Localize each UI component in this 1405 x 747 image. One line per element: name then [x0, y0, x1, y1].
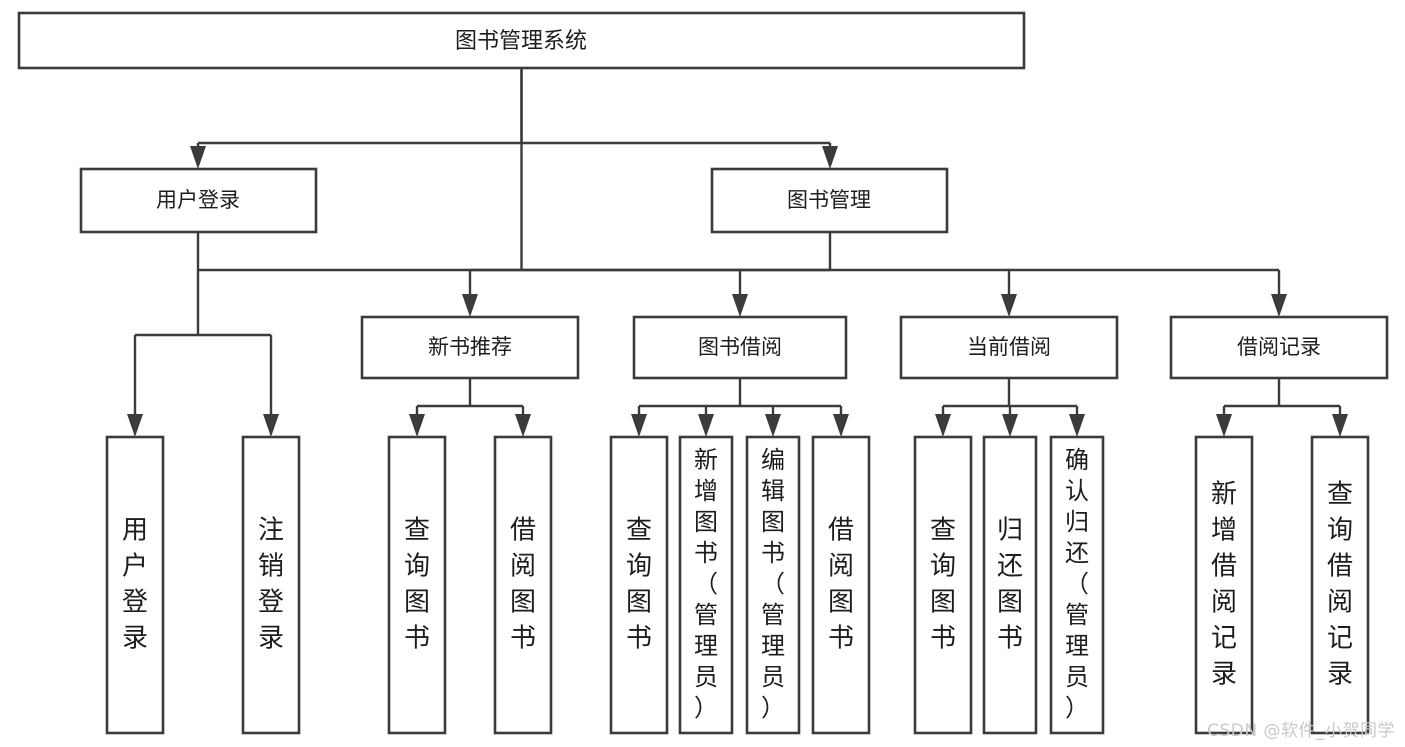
node-label: 借阅图书: [510, 516, 536, 654]
node-box[interactable]: [745, 435, 801, 735]
node-box[interactable]: [493, 435, 553, 735]
node-label: 当前借阅: [967, 335, 1051, 359]
node-box[interactable]: [79, 167, 318, 234]
edge-group-main: [127, 68, 1348, 437]
node-label: 注销登录: [258, 516, 284, 654]
node-box[interactable]: [387, 435, 447, 735]
leaf-node-borrow-book-1[interactable]: 借阅图书: [493, 435, 553, 735]
node-level3-current-borrow[interactable]: 当前借阅: [899, 315, 1119, 380]
node-box[interactable]: [1194, 435, 1254, 735]
leaf-node-query-book-1[interactable]: 查询图书: [387, 435, 447, 735]
leaf-node-user-login[interactable]: 用户登录: [105, 435, 165, 735]
node-box[interactable]: [609, 435, 669, 735]
node-box[interactable]: [982, 435, 1038, 735]
node-label: 图书借阅: [698, 335, 782, 359]
node-box[interactable]: [105, 435, 165, 735]
leaf-node-borrow-book-2[interactable]: 借阅图书: [811, 435, 871, 735]
node-level3-borrow-record[interactable]: 借阅记录: [1169, 315, 1389, 380]
node-box[interactable]: [1049, 435, 1105, 735]
node-box[interactable]: [1169, 315, 1389, 380]
leaf-node-logout[interactable]: 注销登录: [241, 435, 301, 735]
node-label: 查询图书: [626, 516, 652, 654]
node-box[interactable]: [811, 435, 871, 735]
node-root[interactable]: 图书管理系统: [17, 11, 1026, 70]
leaf-node-query-book-2[interactable]: 查询图书: [609, 435, 669, 735]
leaf-node-add-book-admin[interactable]: 新增图书（管理员）: [678, 435, 734, 735]
node-label: 用户登录: [156, 188, 240, 212]
node-box[interactable]: [678, 435, 734, 735]
node-box[interactable]: [913, 435, 973, 735]
node-level2-user-login[interactable]: 用户登录: [79, 167, 318, 234]
leaf-node-query-book-3[interactable]: 查询图书: [913, 435, 973, 735]
node-label: 用户登录: [122, 516, 148, 654]
node-label: 图书管理: [787, 188, 871, 212]
node-box[interactable]: [1310, 435, 1370, 735]
node-root-label: 图书管理系统: [455, 29, 587, 54]
node-box[interactable]: [632, 315, 848, 380]
leaf-node-query-borrow-record[interactable]: 查询借阅记录: [1310, 435, 1370, 735]
node-level3-book-borrow[interactable]: 图书借阅: [632, 315, 848, 380]
node-box[interactable]: [899, 315, 1119, 380]
node-label: 新书推荐: [428, 335, 512, 359]
node-label: 查询图书: [930, 516, 956, 654]
node-label: 新增借阅记录: [1211, 480, 1237, 690]
leaf-node-confirm-return-admin[interactable]: 确认归还（管理员）: [1049, 435, 1105, 735]
leaf-node-edit-book-admin[interactable]: 编辑图书（管理员）: [745, 435, 801, 735]
node-root-box[interactable]: [17, 11, 1026, 70]
node-label: 编辑图书（管理员）: [761, 446, 785, 722]
node-box[interactable]: [241, 435, 301, 735]
node-level2-book-management[interactable]: 图书管理: [710, 167, 949, 234]
node-label: 查询图书: [404, 516, 430, 654]
node-box[interactable]: [710, 167, 949, 234]
node-level3-new-book-recommend[interactable]: 新书推荐: [360, 315, 580, 380]
node-label: 借阅记录: [1237, 335, 1321, 359]
node-label: 查询借阅记录: [1327, 480, 1353, 690]
leaf-node-return-book[interactable]: 归还图书: [982, 435, 1038, 735]
node-label: 确认归还（管理员）: [1065, 446, 1089, 722]
node-label: 归还图书: [997, 516, 1023, 654]
node-box[interactable]: [360, 315, 580, 380]
leaf-node-add-borrow-record[interactable]: 新增借阅记录: [1194, 435, 1254, 735]
node-label: 借阅图书: [828, 516, 854, 654]
node-label: 新增图书（管理员）: [694, 446, 718, 722]
